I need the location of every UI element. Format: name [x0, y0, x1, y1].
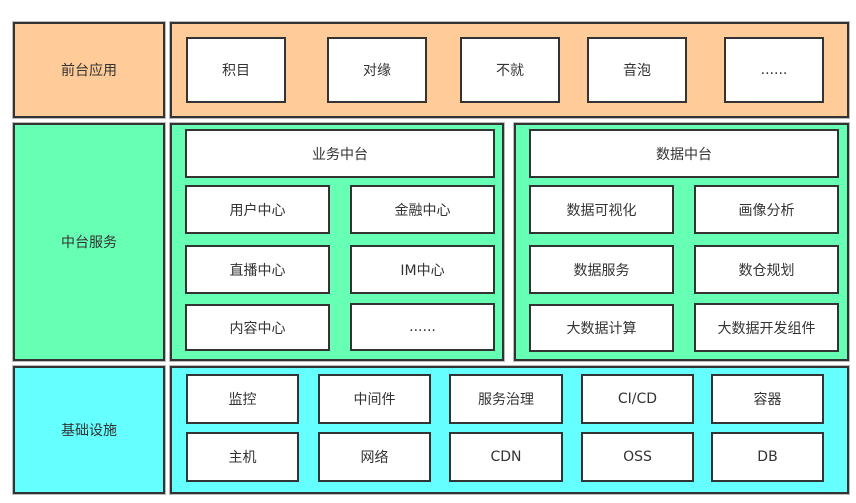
frontend-app-box: 不就 [460, 37, 560, 103]
data-module-box: 大数据开发组件 [694, 303, 839, 352]
data-platform-panel: 数据中台 数据可视化 画像分析 数据服务 数仓规划 大数据计算 大数据开发组件 [514, 123, 849, 361]
infra-item-box: 容器 [711, 374, 824, 424]
business-center-box: ...... [350, 303, 495, 351]
infra-item-box: 中间件 [318, 374, 431, 424]
infra-item-box: 主机 [186, 432, 299, 482]
frontend-layer-label-block: 前台应用 [13, 22, 165, 118]
frontend-app-box: 对缘 [327, 37, 427, 103]
data-module-box: 数据可视化 [529, 185, 674, 234]
frontend-app-box: 音泡 [587, 37, 687, 103]
infra-item-box: CDN [449, 432, 563, 482]
infra-item-box: 监控 [186, 374, 299, 424]
infra-layer-panel: 监控 中间件 服务治理 CI/CD 容器 主机 网络 CDN OSS DB [170, 366, 849, 494]
business-center-box: IM中心 [350, 245, 495, 294]
infra-item-box: OSS [581, 432, 694, 482]
business-center-box: 用户中心 [185, 185, 330, 234]
infra-item-box: 服务治理 [449, 374, 563, 424]
infra-layer-label-block: 基础设施 [13, 366, 165, 494]
data-platform-title: 数据中台 [529, 129, 839, 178]
infra-item-box: 网络 [318, 432, 431, 482]
frontend-layer-panel: 积目 对缘 不就 音泡 ...... [170, 22, 849, 118]
business-center-box: 金融中心 [350, 185, 495, 234]
data-module-box: 画像分析 [694, 185, 839, 234]
infra-item-box: DB [711, 432, 824, 482]
middle-layer-label: 中台服务 [61, 235, 117, 251]
frontend-app-box: 积目 [186, 37, 286, 103]
business-platform-title: 业务中台 [185, 129, 495, 178]
frontend-app-box: ...... [724, 37, 824, 103]
infra-layer-label: 基础设施 [61, 423, 117, 439]
frontend-layer-label: 前台应用 [61, 63, 117, 79]
data-module-box: 大数据计算 [529, 304, 674, 352]
middle-layer-label-block: 中台服务 [13, 123, 165, 361]
data-module-box: 数仓规划 [694, 245, 839, 294]
business-platform-panel: 业务中台 用户中心 金融中心 直播中心 IM中心 内容中心 ...... [170, 123, 504, 361]
infra-item-box: CI/CD [581, 374, 694, 424]
business-center-box: 直播中心 [185, 245, 330, 294]
business-center-box: 内容中心 [185, 304, 330, 351]
data-module-box: 数据服务 [529, 245, 674, 294]
